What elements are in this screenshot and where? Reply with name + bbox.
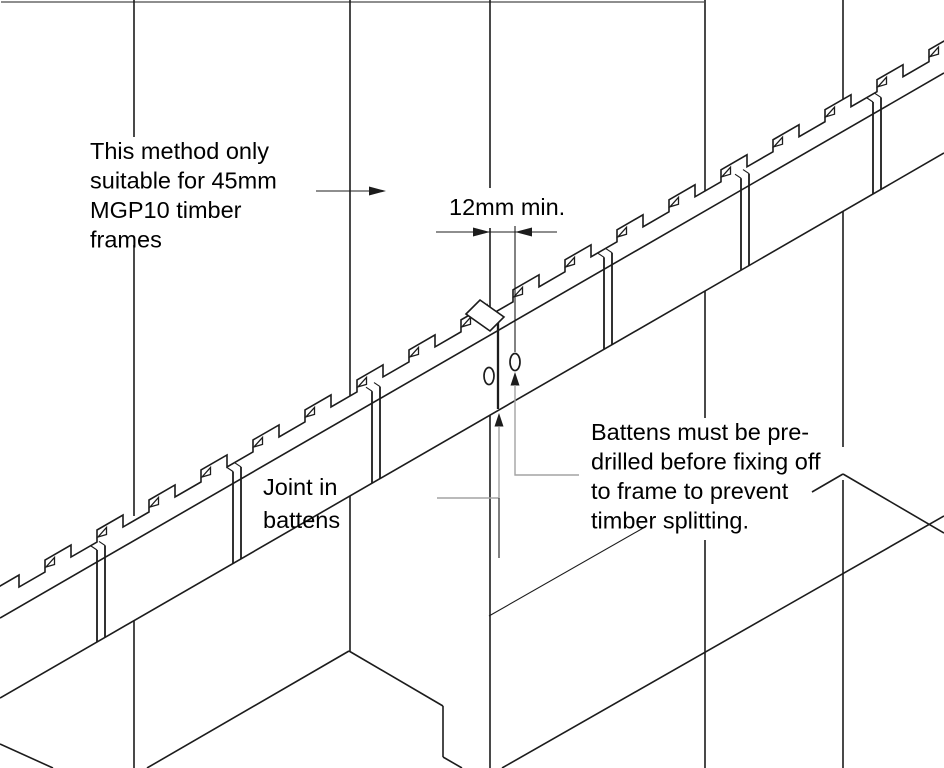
notch-triangle-icon [303, 405, 316, 419]
joint-marks [90, 92, 882, 642]
notch-triangle-icon [95, 525, 108, 539]
nogging-edge [842, 473, 944, 534]
notch-triangle-icon [823, 105, 836, 118]
joint-mark-cap [866, 97, 874, 103]
notch-triangle-icon [147, 495, 160, 509]
castellated-edge-line [0, 40, 944, 589]
predrill-note-line: to frame to prevent [591, 478, 789, 504]
notch-triangle-icon [251, 435, 264, 449]
method-note-line: suitable for 45mm [90, 168, 277, 194]
dimension-label: 12mm min. [449, 194, 565, 220]
notch-triangle-icon [875, 75, 888, 88]
pre-drilled-hole [483, 366, 495, 386]
joint-mark-cap [874, 92, 882, 98]
nogging-edge [442, 756, 463, 768]
notch-triangle-icon [355, 375, 368, 389]
joint-mark-cap [90, 545, 98, 551]
featured-batten-joint [437, 298, 579, 558]
method-note-line: frames [90, 227, 162, 253]
predrill-note-line: Battens must be pre- [591, 419, 809, 445]
batten-end-cap [464, 298, 506, 333]
nogging-edge [146, 650, 350, 768]
arrow-up-icon [510, 372, 520, 386]
hole-leader-line [514, 385, 579, 476]
joint-mark-cap [226, 467, 234, 472]
joint-mark-cap [98, 540, 106, 546]
notch-triangle-icon [771, 135, 784, 148]
predrill-note-line: drilled before fixing off [591, 449, 821, 475]
nogging-edge [501, 515, 944, 768]
notch-triangle-icon [511, 285, 524, 299]
joint-mark-cap [734, 173, 742, 179]
notch-triangle-icon [719, 165, 732, 178]
lower-framing [0, 473, 944, 768]
nogging-edge [348, 650, 444, 707]
batten-face-top-edge [0, 72, 944, 619]
method-note-line: MGP10 timber [90, 197, 242, 223]
nogging-edge [811, 473, 844, 493]
arrow-up-icon [494, 413, 504, 427]
notch-triangle-icon [667, 195, 680, 209]
joint-label-line: battens [263, 507, 340, 533]
arrow-left-icon [515, 227, 532, 237]
joint-label: Joint in battens [263, 474, 340, 533]
notch-triangle-icon [459, 315, 472, 329]
arrow-right-icon [369, 186, 386, 196]
notch-triangle-icon [407, 345, 420, 359]
joint-mark-cap [597, 252, 605, 258]
joint-mark-cap [742, 169, 750, 175]
nogging-edge [0, 743, 54, 768]
batten-face-bottom-edge [0, 152, 944, 699]
joint-mark-cap [373, 382, 381, 388]
joint-mark-cap [234, 462, 242, 468]
arrow-right-icon [473, 227, 490, 237]
notch-triangle-icon [615, 225, 628, 239]
splitting-note-leader-line [488, 526, 646, 617]
predrill-note: Battens must be pre- drilled before fixi… [591, 419, 821, 534]
notch-triangle-icon [43, 555, 56, 569]
joint-mark-cap [605, 248, 613, 254]
method-note: This method only suitable for 45mm MGP10… [90, 138, 386, 253]
notch-triangle-icon [199, 465, 212, 479]
stud-lines [133, 0, 844, 768]
pre-drilled-hole [509, 352, 521, 372]
method-note-line: This method only [90, 138, 269, 164]
notch-triangle-icon [563, 255, 576, 269]
notch-triangle-icon [927, 45, 940, 58]
castellated-edge [0, 40, 944, 589]
predrill-note-line: timber splitting. [591, 508, 749, 534]
dimension-12mm: 12mm min. [436, 194, 565, 352]
joint-label-line: Joint in [263, 474, 337, 500]
joint-mark-cap [365, 386, 373, 392]
